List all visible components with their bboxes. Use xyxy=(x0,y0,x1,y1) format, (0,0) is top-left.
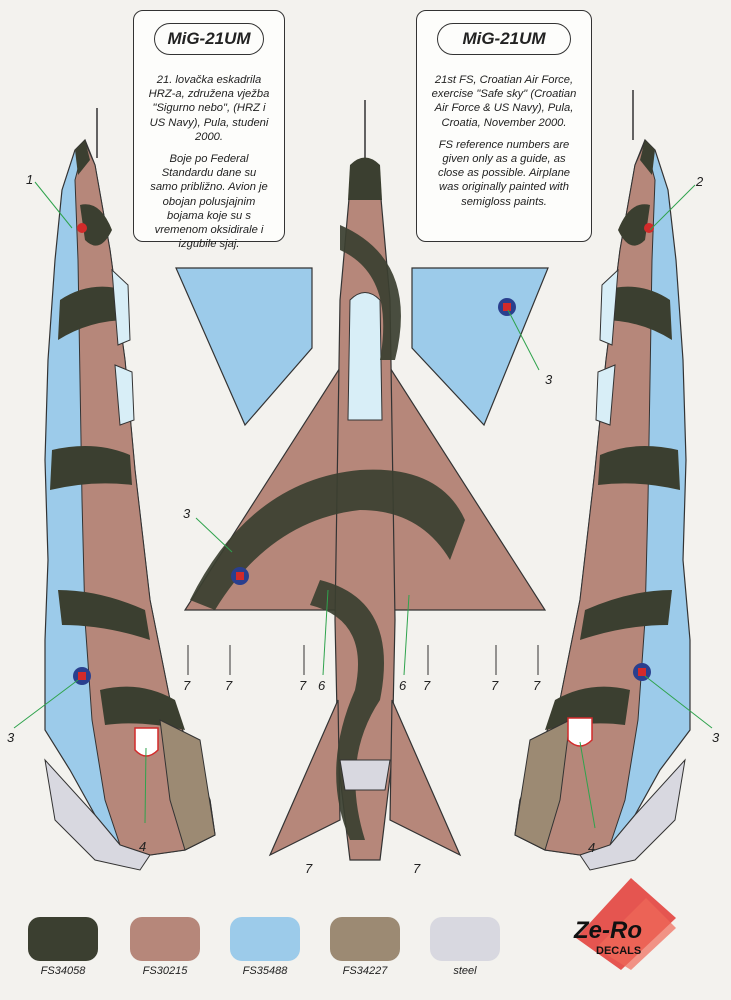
card-paragraph: Boje po Federal Standardu dane su samo p… xyxy=(150,153,268,251)
callout-number: 7 xyxy=(533,678,541,693)
callout-number: 4 xyxy=(139,839,146,854)
logo-text-zero: Ze-Ro xyxy=(573,917,642,944)
card-body: 21st FS, Croatian Air Force, exercise "S… xyxy=(431,73,577,217)
card-paragraph: FS reference numbers are given only as a… xyxy=(437,138,571,208)
croatian-info-card: MiG-21UM 21. lovačka eskadrila HRZ-a, zd… xyxy=(133,10,285,250)
callout-number: 7 xyxy=(183,678,191,693)
callout-number: 6 xyxy=(318,678,326,693)
swatch-fs35488 xyxy=(230,917,300,961)
swatch-label: FS35488 xyxy=(242,965,288,977)
swatch-label: FS30215 xyxy=(142,965,188,977)
top-view xyxy=(183,100,547,861)
swatch-fs30215 xyxy=(130,917,200,961)
card-body: 21. lovačka eskadrila HRZ-a, združena vj… xyxy=(148,73,270,259)
callout-number: 3 xyxy=(7,730,15,745)
callout-number: 7 xyxy=(491,678,499,693)
swatch-fs34227 xyxy=(330,917,400,961)
callout-number: 7 xyxy=(423,678,431,693)
logo-text-decals: DECALS xyxy=(596,945,641,957)
right-underwing-panel xyxy=(411,267,549,427)
callout-number: 1 xyxy=(26,172,33,187)
callout-number: 7 xyxy=(413,861,421,876)
swatch-label: FS34058 xyxy=(40,965,86,977)
callout-number: 7 xyxy=(305,861,313,876)
callout-number: 7 xyxy=(299,678,307,693)
card-title: MiG-21UM xyxy=(154,23,264,55)
callout-leaders xyxy=(13,181,713,829)
card-title: MiG-21UM xyxy=(437,23,571,55)
swatch-label: steel xyxy=(453,965,477,977)
card-paragraph: 21st FS, Croatian Air Force, exercise "S… xyxy=(431,74,577,129)
callout-number: 4 xyxy=(588,840,595,855)
left-underwing-panel xyxy=(175,267,313,427)
card-paragraph: 21. lovačka eskadrila HRZ-a, združena vj… xyxy=(148,74,270,143)
right-side-view xyxy=(514,90,691,871)
callout-number: 7 xyxy=(225,678,233,693)
callout-number: 2 xyxy=(695,174,704,189)
swatch-fs34058 xyxy=(28,917,98,961)
callout-number: 6 xyxy=(399,678,407,693)
zero-decals-logo: Ze-Ro DECALS xyxy=(573,878,676,970)
callout-number: 3 xyxy=(183,506,191,521)
swatch-label: FS34227 xyxy=(342,965,388,977)
callout-number: 3 xyxy=(712,730,720,745)
callout-number: 3 xyxy=(545,372,553,387)
english-info-card: MiG-21UM 21st FS, Croatian Air Force, ex… xyxy=(416,10,592,242)
swatch-steel xyxy=(430,917,500,961)
left-side-view xyxy=(44,108,216,871)
